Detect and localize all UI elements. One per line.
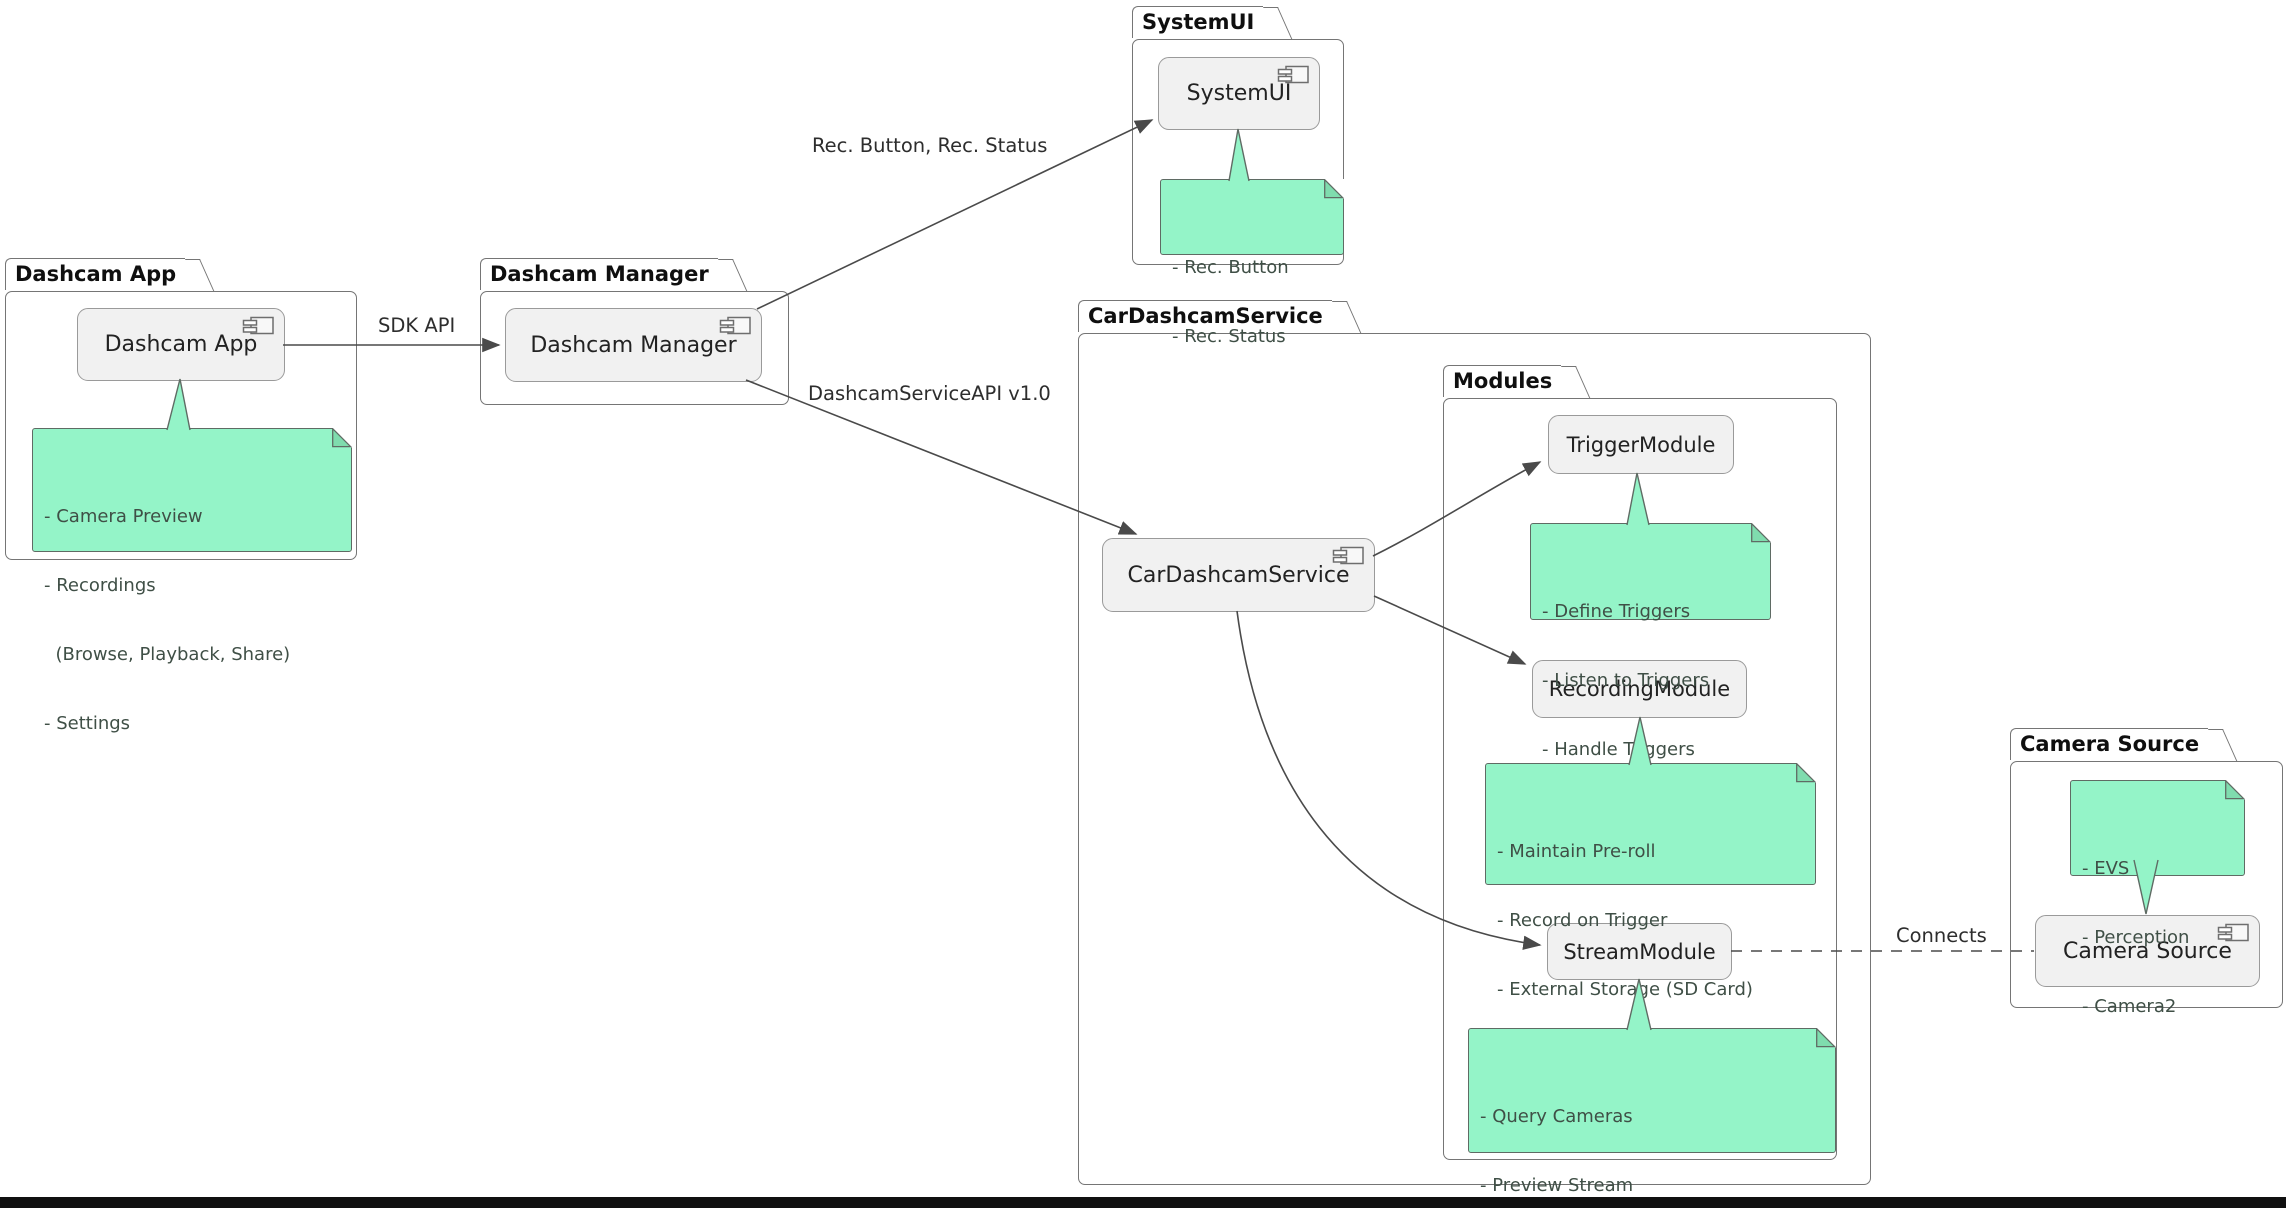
note-fold-icon (1796, 761, 1817, 783)
note-line: - External Storage (SD Card) (1497, 979, 1753, 1000)
note-line: - Rec. Button (1172, 257, 1289, 278)
component-label: CarDashcamService (1127, 562, 1350, 588)
component-icon (242, 316, 275, 339)
note-line: - Handle Triggers (1542, 739, 1695, 760)
package-title: Camera Source (2020, 732, 2200, 756)
component-dashcam-manager: Dashcam Manager (505, 308, 762, 382)
note-line: - Preview Stream (1480, 1175, 1634, 1196)
note-line: - Recordings (44, 575, 156, 596)
note-line: - Camera2 (2082, 996, 2177, 1017)
edge-label-sdk-api: SDK API (378, 314, 456, 337)
package-title: Dashcam Manager (490, 262, 709, 286)
note-fold-icon (1751, 521, 1772, 543)
note-camera-source: - EVS - Perception - Camera2 (2070, 778, 2246, 1017)
package-tab-systemui: SystemUI (1132, 6, 1264, 38)
note-fold-icon (1816, 1026, 1837, 1048)
note-fold-icon (2225, 778, 2246, 800)
package-title: Modules (1453, 369, 1553, 393)
component-icon (1332, 546, 1365, 569)
component-label: StreamModule (1563, 939, 1716, 964)
note-line: - Settings (44, 713, 131, 734)
edge-label-dashcamserviceapi: DashcamServiceAPI v1.0 (808, 382, 1051, 405)
component-label: TriggerModule (1566, 432, 1716, 457)
component-label: RecordingModule (1548, 677, 1731, 701)
window-bottom-edge-bar (0, 1197, 2286, 1208)
package-title: SystemUI (1142, 10, 1255, 34)
component-label: Dashcam App (104, 332, 258, 357)
note-recording-module: - Maintain Pre-roll - Record on Trigger … (1485, 761, 1817, 1069)
note-line: - Maintain Pre-roll (1497, 841, 1656, 862)
component-dashcam-app: Dashcam App (77, 308, 285, 381)
note-line: - Rec. Status (1172, 326, 1286, 347)
component-icon (2217, 923, 2250, 946)
note-line: - Record on Trigger (1497, 910, 1668, 931)
note-line: - Define Triggers (1542, 601, 1691, 622)
component-label: Camera Source (2063, 938, 2232, 964)
package-tab-modules: Modules (1443, 365, 1562, 397)
note-systemui: - Rec. Button - Rec. Status (1160, 177, 1345, 347)
note-stream-module: - Query Cameras - Preview Stream - Snaps… (1468, 1026, 1837, 1196)
note-fold-icon (332, 426, 353, 448)
package-title: Dashcam App (15, 262, 177, 286)
component-cardashcamservice: CarDashcamService (1102, 538, 1375, 612)
component-systemui: SystemUI (1158, 57, 1320, 130)
component-icon (719, 316, 752, 339)
component-camera-source: Camera Source (2035, 915, 2260, 987)
package-tab-dashcam-manager: Dashcam Manager (480, 258, 718, 290)
package-tab-camera-source: Camera Source (2010, 728, 2209, 760)
component-label: Dashcam Manager (530, 332, 737, 358)
component-stream-module: StreamModule (1547, 923, 1732, 980)
note-fold-icon (1324, 177, 1345, 199)
note-line: - EVS (2082, 858, 2130, 879)
package-tab-dashcam-app: Dashcam App (5, 258, 186, 290)
note-line: - Listen to Triggers (1542, 670, 1710, 691)
edge-label-connects: Connects (1896, 924, 1987, 947)
component-recording-module: RecordingModule (1532, 660, 1747, 718)
component-trigger-module: TriggerModule (1548, 415, 1734, 474)
note-line: - Camera Preview (44, 506, 203, 527)
note-dashcam-app: - Camera Preview - Recordings (Browse, P… (32, 426, 353, 734)
note-line: - Query Cameras (1480, 1106, 1633, 1127)
component-icon (1277, 65, 1310, 88)
component-label: SystemUI (1186, 81, 1292, 106)
note-line: - Perception (2082, 927, 2190, 948)
edge-label-rec-button-status: Rec. Button, Rec. Status (812, 134, 1048, 157)
note-trigger-module: - Define Triggers - Listen to Triggers -… (1530, 521, 1772, 760)
note-line: (Browse, Playback, Share) (44, 644, 291, 665)
